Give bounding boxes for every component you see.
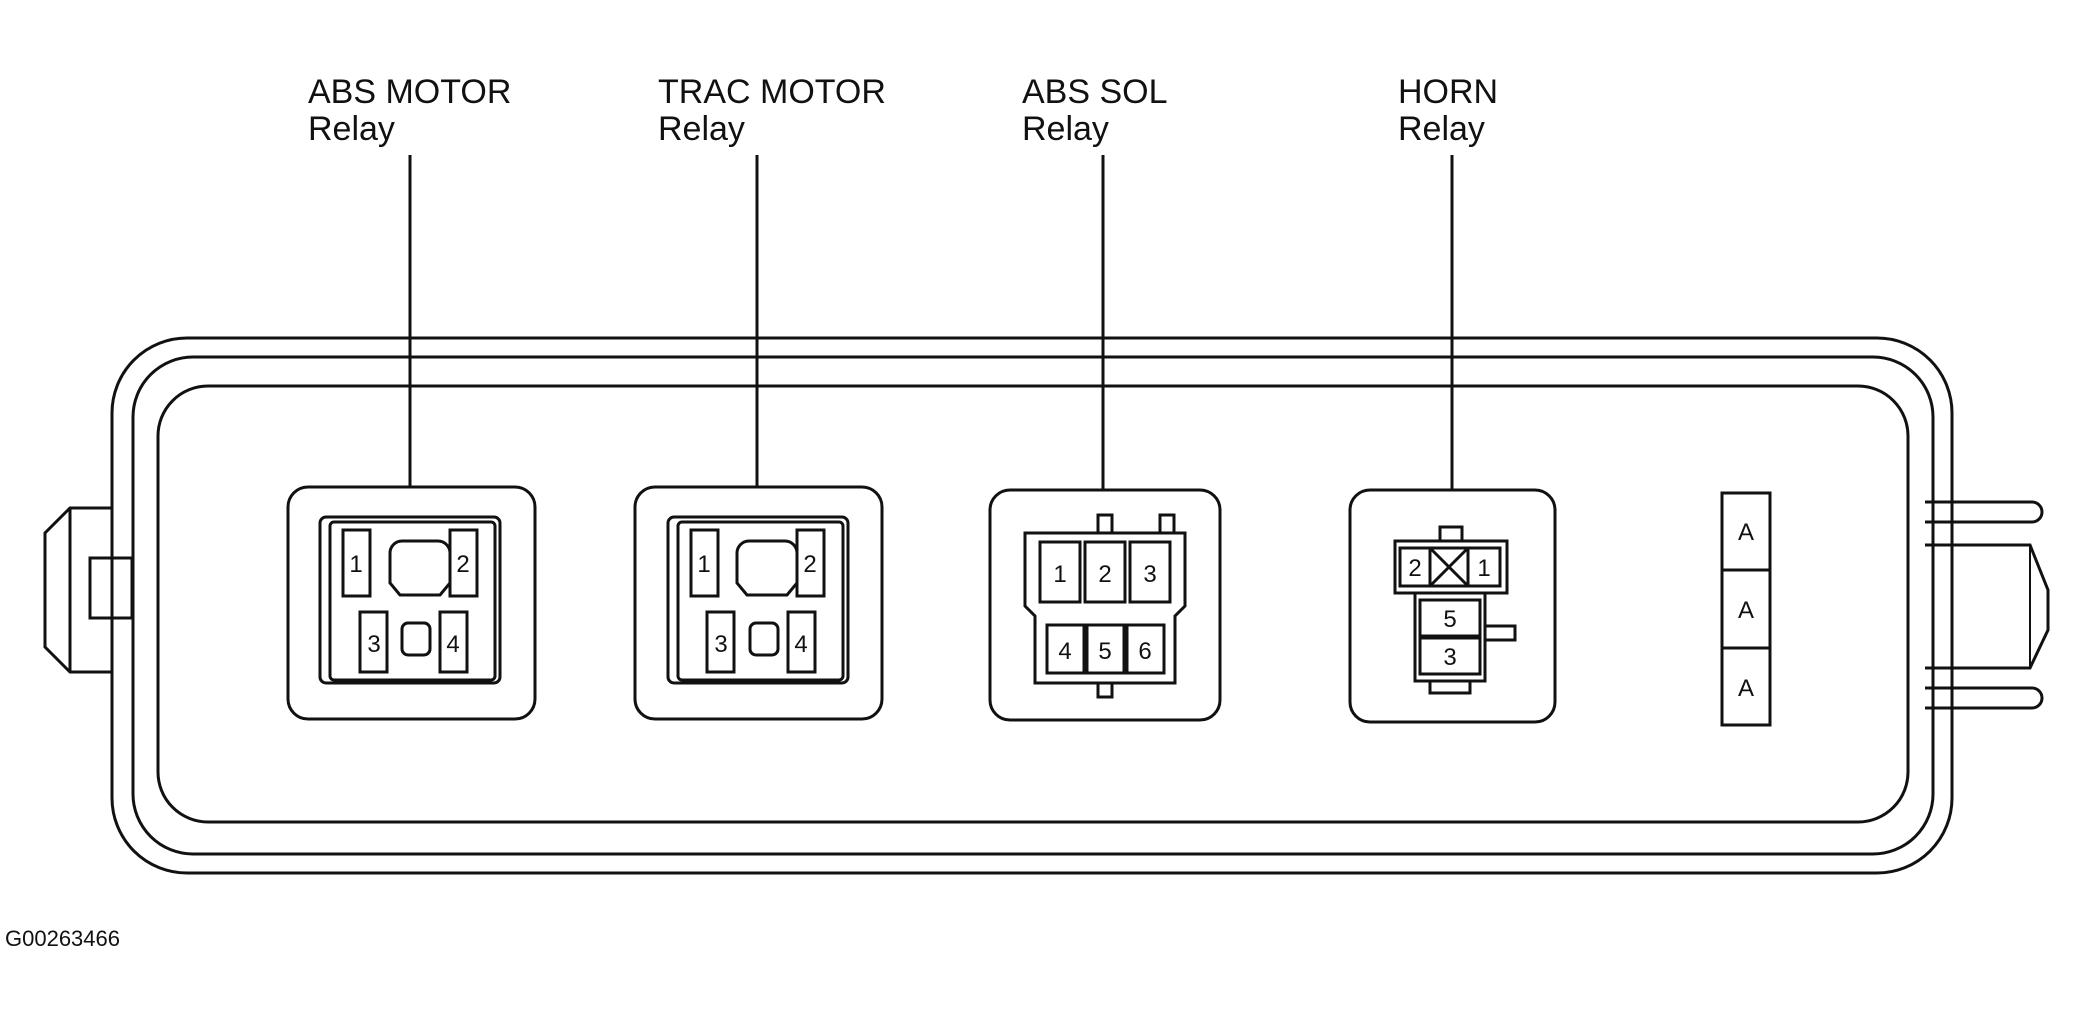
abs-sol-pin-3: 3 bbox=[1143, 561, 1156, 588]
trac-motor-pin-1: 1 bbox=[697, 551, 710, 578]
abs-motor-relay: ABS MOTOR Relay 1 2 3 4 bbox=[286, 73, 537, 721]
abs-motor-pin-2: 2 bbox=[456, 551, 469, 578]
abs-motor-pin-3: 3 bbox=[367, 631, 380, 658]
abs-sol-relay-name: ABS SOL bbox=[1022, 73, 1168, 111]
abs-motor-socket bbox=[286, 485, 537, 721]
abs-sol-pin-5: 5 bbox=[1098, 638, 1111, 665]
trac-motor-relay-name: TRAC MOTOR bbox=[658, 73, 886, 111]
abs-sol-pin-1: 1 bbox=[1053, 561, 1066, 588]
abs-motor-relay-name: ABS MOTOR bbox=[308, 73, 511, 111]
fuse-slot-1-label: A bbox=[1738, 519, 1754, 546]
abs-motor-relay-type: Relay bbox=[308, 110, 395, 148]
abs-sol-pin-2: 2 bbox=[1098, 561, 1111, 588]
left-latch bbox=[43, 506, 134, 674]
trac-motor-socket bbox=[633, 485, 884, 721]
relay-box-housing bbox=[110, 336, 1954, 875]
abs-sol-relay-type: Relay bbox=[1022, 110, 1109, 148]
abs-motor-pin-4: 4 bbox=[446, 631, 459, 658]
trac-motor-relay: TRAC MOTOR Relay 1 2 3 4 bbox=[633, 73, 886, 721]
horn-pin-1: 1 bbox=[1477, 555, 1490, 582]
fuse-slots: A A A bbox=[1720, 491, 1772, 727]
abs-sol-pin-4: 4 bbox=[1058, 638, 1071, 665]
trac-motor-pin-3: 3 bbox=[714, 631, 727, 658]
figure-code: G00263466 bbox=[5, 926, 120, 951]
horn-relay-type: Relay bbox=[1398, 110, 1485, 148]
horn-pin-3: 3 bbox=[1443, 644, 1456, 671]
fuse-slot-2-label: A bbox=[1738, 597, 1754, 624]
horn-relay-name: HORN bbox=[1398, 73, 1498, 111]
abs-motor-pin-1: 1 bbox=[349, 551, 362, 578]
horn-pin-5: 5 bbox=[1443, 606, 1456, 633]
trac-motor-relay-type: Relay bbox=[658, 110, 745, 148]
abs-sol-pin-6: 6 bbox=[1138, 638, 1151, 665]
horn-pin-2: 2 bbox=[1408, 555, 1421, 582]
trac-motor-pin-4: 4 bbox=[794, 631, 807, 658]
horn-relay: HORN Relay 2 1 5 3 bbox=[1348, 73, 1557, 724]
fuse-slot-3-label: A bbox=[1738, 675, 1754, 702]
right-latch bbox=[1925, 500, 2050, 710]
trac-motor-pin-2: 2 bbox=[803, 551, 816, 578]
abs-sol-relay: ABS SOL Relay 1 2 3 4 5 6 bbox=[988, 73, 1222, 722]
